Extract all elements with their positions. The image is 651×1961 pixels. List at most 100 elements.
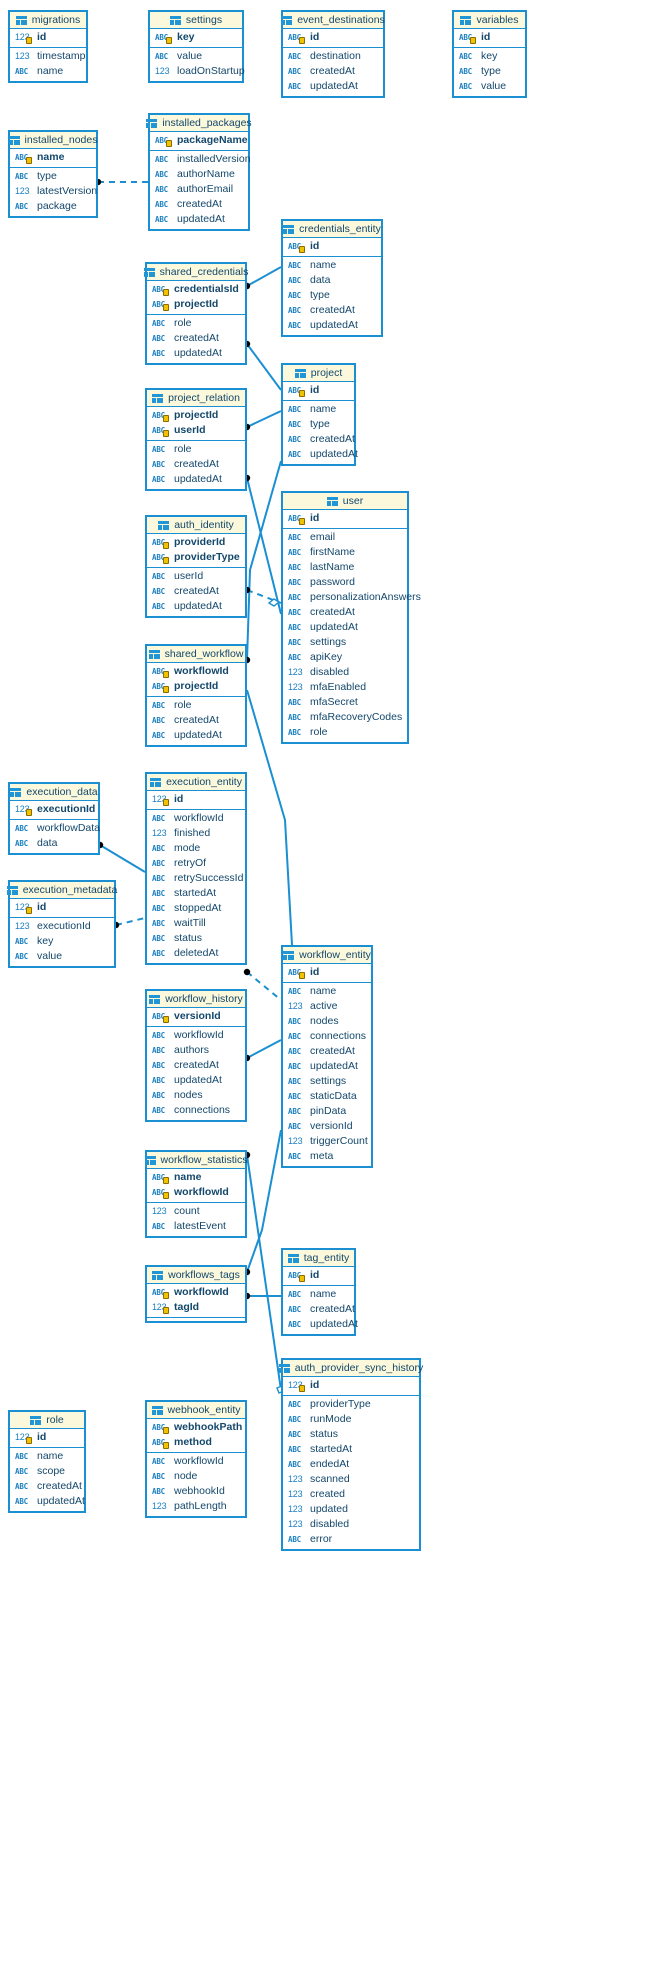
entity-header[interactable]: tag_entity [283, 1250, 354, 1267]
entity-header[interactable]: project_relation [147, 390, 245, 407]
entity-header[interactable]: variables [454, 12, 525, 29]
entity-header[interactable]: event_destinations [281, 12, 385, 29]
entity-header[interactable]: shared_credentials [143, 264, 248, 281]
entity-header[interactable]: project [283, 365, 354, 382]
entity-header[interactable]: migrations [10, 12, 86, 29]
entity-header[interactable]: shared_workflow [147, 646, 245, 663]
entity-header[interactable]: installed_nodes [8, 132, 98, 149]
entity-header[interactable]: workflows_tags [147, 1267, 245, 1284]
entity-header[interactable]: credentials_entity [283, 221, 381, 238]
entity-header[interactable]: installed_packages [146, 115, 252, 132]
entity-header[interactable]: auth_identity [147, 517, 245, 534]
entity-header[interactable]: webhook_entity [147, 1402, 245, 1419]
